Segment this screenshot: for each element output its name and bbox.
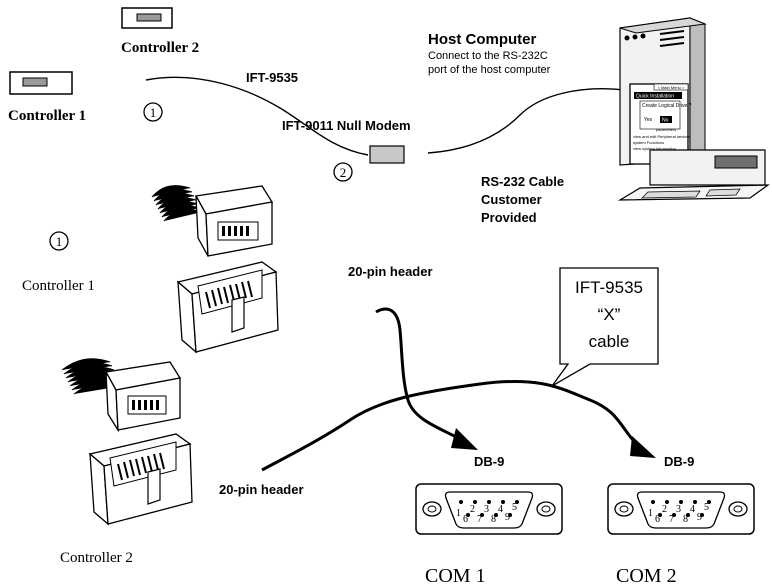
marker-1-circle: 1 — [143, 102, 163, 122]
db9-connector-com1: 1 2 3 4 5 6 7 8 9 — [415, 483, 563, 535]
x-cable-callout: IFT-9535 “X” cable — [551, 267, 659, 387]
rs232-cable — [427, 88, 626, 154]
null-modem-label: IFT-9011 Null Modem — [282, 118, 411, 133]
svg-text:9: 9 — [697, 512, 702, 523]
host-description-line1: Connect to the RS-232C — [428, 50, 548, 62]
rs232-label-line1: RS-232 Cable — [481, 174, 564, 189]
svg-text:8: 8 — [683, 514, 688, 525]
controller-2-ribbon-connector — [61, 358, 193, 526]
controller-2-label: Controller 2 — [121, 40, 199, 56]
callout-line3: cable — [589, 332, 630, 351]
svg-text:3: 3 — [484, 504, 489, 515]
svg-text:view and edit Peripheral devic: view and edit Peripheral devices — [633, 134, 690, 139]
arrow-to-com1 — [451, 428, 478, 450]
header-bottom-label: 20-pin header — [219, 482, 304, 497]
svg-text:1: 1 — [56, 234, 63, 249]
svg-text:2: 2 — [662, 504, 667, 515]
svg-text:5: 5 — [704, 502, 709, 513]
controller-1-device — [9, 71, 73, 95]
callout-line2: “X” — [598, 305, 621, 324]
svg-text:parameters: parameters — [656, 127, 676, 132]
svg-text:2: 2 — [340, 165, 347, 180]
svg-text:4: 4 — [498, 504, 503, 515]
svg-text:7: 7 — [477, 514, 482, 525]
marker-2-circle: 2 — [333, 162, 353, 182]
controller-2-bottom-label: Controller 2 — [60, 550, 133, 566]
svg-text:< Main Menu >: < Main Menu > — [658, 85, 685, 90]
svg-text:6: 6 — [463, 514, 468, 525]
svg-text:2: 2 — [470, 504, 475, 515]
host-computer-title: Host Computer — [428, 31, 536, 48]
svg-text:system Functions: system Functions — [633, 140, 664, 145]
host-description-line2: port of the host computer — [428, 64, 551, 76]
svg-text:view system Information: view system Information — [633, 146, 676, 151]
svg-text:3: 3 — [676, 504, 681, 515]
svg-text:1: 1 — [648, 508, 653, 519]
rs232-label-line2: Customer — [481, 192, 542, 207]
rs232-label-line3: Provided — [481, 210, 537, 225]
db9-right-label: DB-9 — [664, 454, 694, 469]
arrow-to-com2 — [630, 436, 656, 458]
com1-label: COM 1 — [425, 565, 486, 587]
svg-text:5: 5 — [512, 502, 517, 513]
svg-text:7: 7 — [669, 514, 674, 525]
svg-text:1: 1 — [456, 508, 461, 519]
controller-1-label: Controller 1 — [8, 108, 86, 124]
header-top-label: 20-pin header — [348, 264, 433, 279]
svg-text:Yes: Yes — [644, 117, 653, 123]
ift-9535-label: IFT-9535 — [246, 70, 298, 85]
controller-1-bottom-label: Controller 1 — [22, 278, 95, 294]
host-desktop-base — [617, 149, 770, 201]
controller-1-ribbon-connector — [151, 185, 279, 354]
db9-connector-com2: 1 2 3 4 5 6 7 8 9 — [607, 483, 755, 535]
null-modem-device — [369, 145, 405, 164]
marker-1-bottom-circle: 1 — [49, 231, 69, 251]
svg-text:8: 8 — [491, 514, 496, 525]
svg-text:1: 1 — [150, 105, 157, 120]
db9-left-label: DB-9 — [474, 454, 504, 469]
svg-text:Quick Installation: Quick Installation — [636, 94, 674, 100]
x-cable-bottom-branch — [261, 379, 642, 472]
callout-line1: IFT-9535 — [575, 278, 643, 297]
ift-9535-cable — [145, 76, 369, 156]
svg-text:Create Logical Drive ?: Create Logical Drive ? — [642, 103, 692, 109]
com2-label: COM 2 — [616, 565, 677, 587]
svg-text:6: 6 — [655, 514, 660, 525]
controller-2-device — [121, 7, 173, 29]
svg-text:No: No — [662, 118, 669, 124]
svg-text:4: 4 — [690, 504, 695, 515]
svg-text:9: 9 — [505, 512, 510, 523]
x-cable-top-branch — [375, 307, 463, 442]
